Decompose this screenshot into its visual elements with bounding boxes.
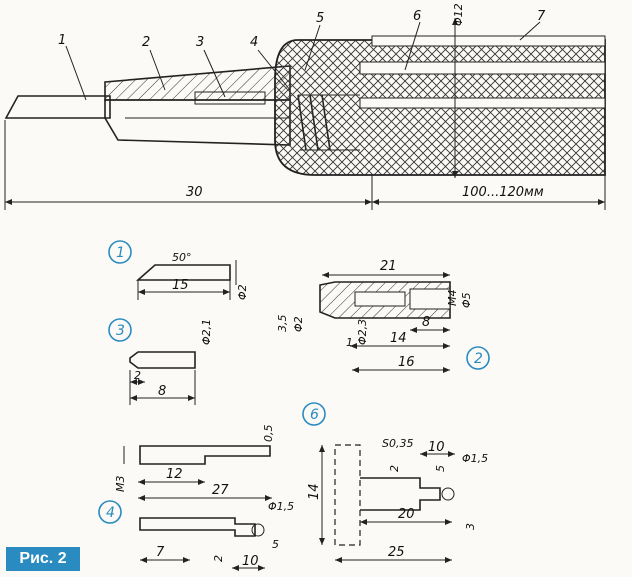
- part6-len-2: 2: [388, 465, 401, 472]
- part3-chamfer: 2: [134, 369, 141, 382]
- callout-7: 7: [537, 9, 546, 24]
- part2-id: 2: [474, 351, 483, 367]
- needle-shape: [4, 95, 111, 119]
- part4-hole: Φ1,5: [268, 500, 294, 513]
- part4-len-27: 27: [212, 483, 229, 498]
- part3-id: 3: [116, 323, 125, 339]
- part6-view: 6 14 S0,35 10 2 5 Φ1,5 20 3 25: [302, 402, 488, 563]
- callout-1: 1: [58, 33, 66, 48]
- part4-len-7: 7: [156, 545, 165, 560]
- dim-tube-length: 100...120мм: [462, 185, 544, 200]
- part3-length: 8: [158, 384, 166, 399]
- part2-len-14: 14: [390, 331, 407, 346]
- sleeve-body-shape: [104, 99, 291, 146]
- part6-hole: Φ1,5: [462, 452, 488, 465]
- part6-len-25: 25: [388, 545, 405, 560]
- part3-diameter: Φ2,1: [200, 319, 213, 345]
- part2-bore-len: 8: [422, 315, 430, 330]
- part6-len-10: 10: [428, 440, 445, 455]
- sleeve-shape: [104, 65, 291, 101]
- part4-thickness: 0,5: [262, 425, 275, 443]
- part2-chamfer: 1: [346, 336, 353, 349]
- part4-offset-2: 2: [212, 555, 225, 562]
- part1-diameter: Φ2: [236, 284, 249, 300]
- dim-overall-30: 30: [186, 185, 203, 200]
- part2-thread: M4: [446, 290, 459, 307]
- part6-len-3: 3: [464, 523, 477, 530]
- part4-height: M3: [114, 476, 127, 493]
- part2-view: 21 M4 Φ5 3,5 Φ2 Φ2,3 8 14 1 16 2: [276, 259, 490, 373]
- part6-sheet: S0,35: [382, 437, 413, 450]
- part6-id: 6: [310, 407, 319, 423]
- callout-6: 6: [413, 9, 421, 24]
- part2-len-16: 16: [398, 355, 415, 370]
- callout-5: 5: [316, 11, 324, 26]
- dim-diameter-12: Φ12: [452, 3, 465, 26]
- insert-shape: [194, 91, 266, 105]
- figure-label: Рис. 2: [6, 547, 80, 571]
- part4-offset-5: 5: [272, 538, 279, 551]
- part1-view: 1 50° 15 Φ2: [108, 240, 249, 300]
- part4-view: M3 12 27 0,5 4 Φ1,5 7 2 5 10: [98, 425, 294, 571]
- part4-id: 4: [106, 505, 115, 521]
- part2-length: 21: [380, 259, 397, 274]
- part2-d-bore: Φ2,3: [356, 319, 369, 345]
- part1-angle: 50°: [172, 251, 192, 264]
- part6-height-14: 14: [307, 483, 322, 500]
- part2-d-tip: Φ2: [292, 316, 305, 332]
- callout-2: 2: [142, 35, 150, 50]
- part2-d-small: 3,5: [276, 315, 289, 333]
- callout-3: 3: [196, 35, 204, 50]
- part3-view: 3 2 8 Φ2,1: [108, 318, 213, 405]
- part2-outer-d: Φ5: [460, 292, 473, 308]
- part6-len-5: 5: [434, 465, 447, 472]
- part4-len-12: 12: [166, 467, 183, 482]
- part6-len-20: 20: [398, 507, 415, 522]
- assembly-view: 1 2 3 4 5 6 7 Φ12 30 100...120мм: [4, 3, 606, 210]
- part4-len-10: 10: [242, 554, 259, 569]
- callout-4: 4: [250, 35, 258, 50]
- part1-id: 1: [116, 245, 125, 261]
- part1-length: 15: [172, 278, 189, 293]
